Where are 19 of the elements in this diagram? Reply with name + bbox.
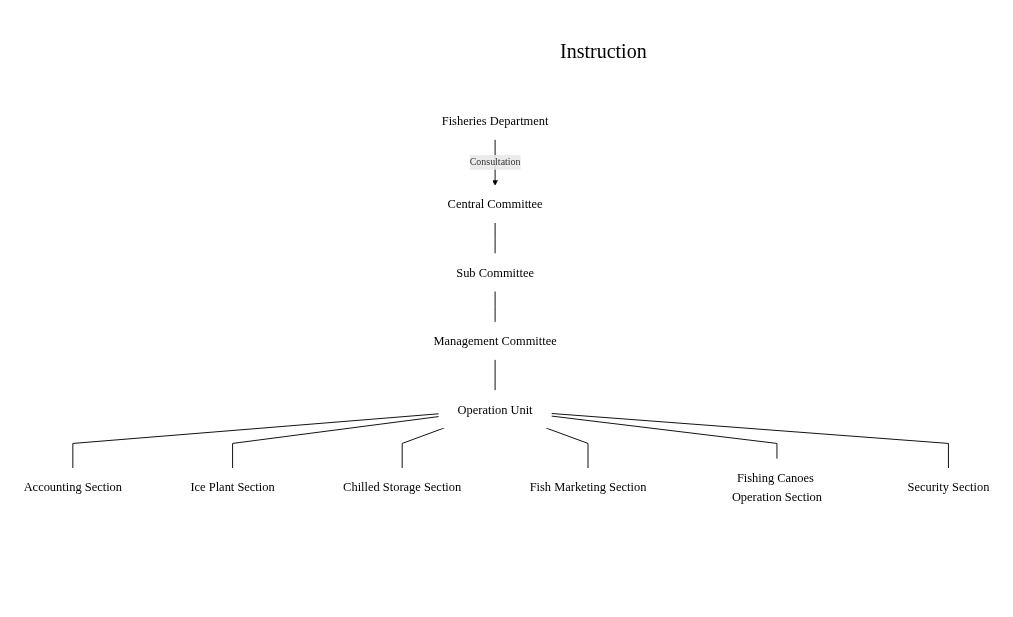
node-text: Accounting Section bbox=[23, 480, 123, 494]
node-text: Management Committee bbox=[433, 333, 557, 348]
node-text: Ice Plant Section bbox=[190, 480, 275, 494]
connector bbox=[72, 413, 440, 469]
edge-label: Consultation bbox=[469, 156, 521, 168]
note-text: Instruction bbox=[560, 40, 647, 63]
node-text: Fish Marketing Section bbox=[529, 480, 647, 494]
node-text: Operation Unit bbox=[457, 402, 533, 417]
connector bbox=[545, 427, 589, 469]
node-text: Fisheries Department bbox=[441, 113, 549, 128]
node-text: Central Committee bbox=[447, 197, 543, 211]
node-text: Sub Committee bbox=[456, 265, 534, 280]
connector bbox=[550, 415, 778, 460]
node-text: Chilled Storage Section bbox=[343, 480, 462, 494]
connector bbox=[232, 416, 440, 469]
node-text: Security Section bbox=[907, 480, 990, 494]
connector bbox=[550, 413, 949, 469]
connector bbox=[401, 427, 445, 469]
node-text: Fishing Canoes Operation Section bbox=[731, 470, 823, 504]
